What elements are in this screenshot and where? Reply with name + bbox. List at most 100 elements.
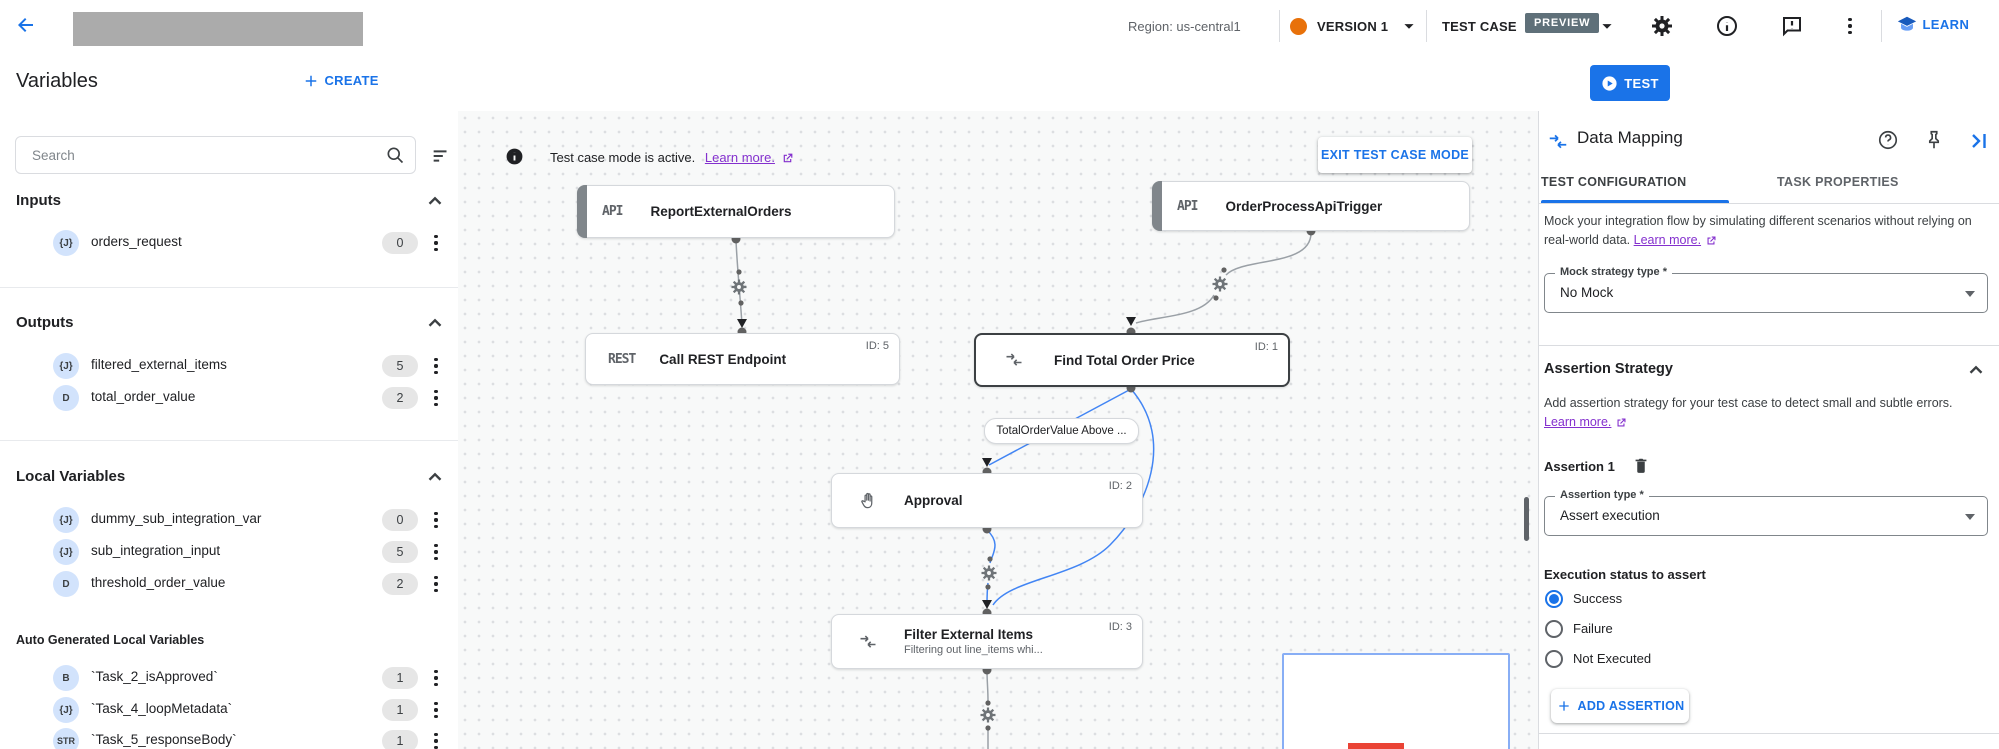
plus-icon (305, 75, 317, 87)
mock-description: Mock your integration flow by simulating… (1544, 214, 1972, 248)
node-id-label: ID: 1 (1254, 341, 1278, 353)
edge-condition-label[interactable]: TotalOrderValue Above ... (984, 418, 1139, 444)
add-assertion-button[interactable]: ADD ASSERTION (1551, 689, 1689, 723)
exit-test-case-mode-button[interactable]: EXIT TEST CASE MODE (1318, 137, 1472, 173)
variable-type-icon: {J} (53, 353, 79, 379)
divider (1426, 10, 1427, 42)
variable-type-icon: {J} (53, 697, 79, 723)
search-input[interactable] (30, 146, 385, 164)
back-button[interactable] (14, 13, 38, 37)
learn-button[interactable]: LEARN (1896, 14, 1969, 36)
row-menu-button[interactable] (426, 730, 446, 749)
external-link-icon (781, 152, 794, 165)
row-menu-button[interactable] (426, 509, 446, 531)
collapse-section-icon[interactable] (424, 190, 446, 212)
top-header-bar: Region: us-central1 VERSION 1 TEST CASE … (0, 0, 1999, 53)
node-call-rest-endpoint[interactable]: REST Call REST Endpoint ID: 5 (585, 333, 900, 385)
node-subtitle: Filtering out line_items whi... (904, 644, 1043, 656)
canvas-scrollbar-thumb[interactable] (1524, 497, 1529, 541)
play-icon (1601, 75, 1618, 92)
collapse-section-icon[interactable] (424, 312, 446, 334)
variable-row[interactable]: {J} filtered_external_items 5 (0, 350, 458, 382)
row-menu-button[interactable] (426, 667, 446, 689)
usage-count-badge: 5 (382, 355, 418, 377)
chevron-down-icon (1965, 514, 1975, 520)
active-tab-indicator (1541, 200, 1729, 203)
node-accent-bar (577, 185, 587, 238)
variable-row[interactable]: {J} dummy_sub_integration_var 0 (0, 504, 458, 536)
variable-row[interactable]: B `Task_2_isApproved` 1 (0, 662, 458, 694)
node-accent-bar (1152, 181, 1162, 231)
variables-toolbar: Variables CREATE TEST test-1 (0, 52, 1999, 150)
variable-row[interactable]: STR `Task_5_responseBody` 1 (0, 725, 458, 749)
create-variable-button[interactable]: CREATE (302, 72, 379, 90)
test-case-label: TEST CASE (1442, 19, 1517, 34)
hand-approval-icon (858, 491, 878, 511)
learn-more-link[interactable]: Learn more. (704, 150, 775, 165)
test-button[interactable]: TEST (1590, 65, 1670, 101)
pin-icon[interactable] (1923, 129, 1945, 151)
divider (0, 287, 458, 288)
variable-row[interactable]: D threshold_order_value 2 (0, 568, 458, 600)
panel-title: Data Mapping (1577, 128, 1683, 147)
data-mapping-panel: Data Mapping TEST CONFIGURATION TASK PRO… (1538, 111, 1999, 749)
mock-strategy-select[interactable]: Mock strategy type * No Mock (1544, 266, 1988, 313)
data-mapping-icon (1547, 131, 1569, 153)
delete-assertion-button[interactable] (1631, 455, 1651, 475)
variable-row[interactable]: {J} sub_integration_input 5 (0, 536, 458, 568)
feedback-button[interactable] (1780, 14, 1804, 38)
node-approval[interactable]: Approval ID: 2 (831, 473, 1143, 528)
variable-type-icon: B (53, 665, 79, 691)
integration-flow-canvas[interactable]: Test case mode is active. Learn more. EX… (458, 111, 1538, 749)
info-icon (505, 147, 524, 166)
version-status-dot (1290, 18, 1307, 35)
execution-status-label: Execution status to assert (1544, 567, 1706, 582)
variable-search[interactable] (15, 136, 416, 174)
variable-row[interactable]: {J} orders_request 0 (0, 227, 458, 259)
tab-task-properties[interactable]: TASK PROPERTIES (1777, 175, 1899, 189)
collapse-panel-button[interactable] (1967, 129, 1991, 153)
variable-row[interactable]: {J} `Task_4_loopMetadata` 1 (0, 694, 458, 726)
api-icon: API (1177, 198, 1199, 214)
more-options-button[interactable] (1840, 15, 1860, 37)
version-selector[interactable]: VERSION 1 (1317, 19, 1389, 34)
node-id-label: ID: 3 (1108, 621, 1132, 633)
test-case-caret-icon[interactable] (1596, 15, 1618, 37)
usage-count-badge: 0 (382, 232, 418, 254)
help-icon[interactable] (1877, 129, 1899, 151)
assertion-strategy-title: Assertion Strategy (1544, 361, 1673, 377)
divider (0, 440, 458, 441)
collapse-section-icon[interactable] (1965, 359, 1987, 381)
info-button[interactable] (1715, 14, 1739, 38)
sort-icon[interactable] (430, 145, 452, 167)
node-report-external-orders[interactable]: API ReportExternalOrders (577, 185, 895, 238)
external-link-icon (1615, 417, 1627, 429)
settings-button[interactable] (1650, 14, 1674, 38)
variable-row[interactable]: D total_order_value 2 (0, 382, 458, 414)
collapse-section-icon[interactable] (424, 466, 446, 488)
node-find-total-order-price[interactable]: Find Total Order Price ID: 1 (974, 333, 1290, 387)
row-menu-button[interactable] (426, 232, 446, 254)
assertion-item-title: Assertion 1 (1544, 459, 1615, 474)
learn-more-link[interactable]: Learn more. (1633, 233, 1702, 248)
usage-count-badge: 1 (382, 730, 418, 749)
learn-cap-icon (1896, 14, 1918, 36)
radio-success[interactable] (1545, 590, 1563, 608)
assertion-type-select[interactable]: Assertion type * Assert execution (1544, 489, 1988, 536)
node-filter-external-items[interactable]: Filter External Items Filtering out line… (831, 614, 1143, 669)
row-menu-button[interactable] (426, 355, 446, 377)
radio-failure[interactable] (1545, 620, 1563, 638)
tab-test-configuration[interactable]: TEST CONFIGURATION (1541, 175, 1687, 189)
usage-count-badge: 5 (382, 541, 418, 563)
row-menu-button[interactable] (426, 573, 446, 595)
region-label: Region: us-central1 (1128, 19, 1241, 34)
data-mapping-icon (858, 632, 878, 652)
row-menu-button[interactable] (426, 541, 446, 563)
row-menu-button[interactable] (426, 387, 446, 409)
node-order-process-api-trigger[interactable]: API OrderProcessApiTrigger (1152, 181, 1470, 231)
radio-not-executed[interactable] (1545, 650, 1563, 668)
row-menu-button[interactable] (426, 699, 446, 721)
data-mapping-icon (1004, 350, 1024, 370)
usage-count-badge: 1 (382, 667, 418, 689)
learn-more-link[interactable]: Learn more. (1544, 415, 1612, 430)
